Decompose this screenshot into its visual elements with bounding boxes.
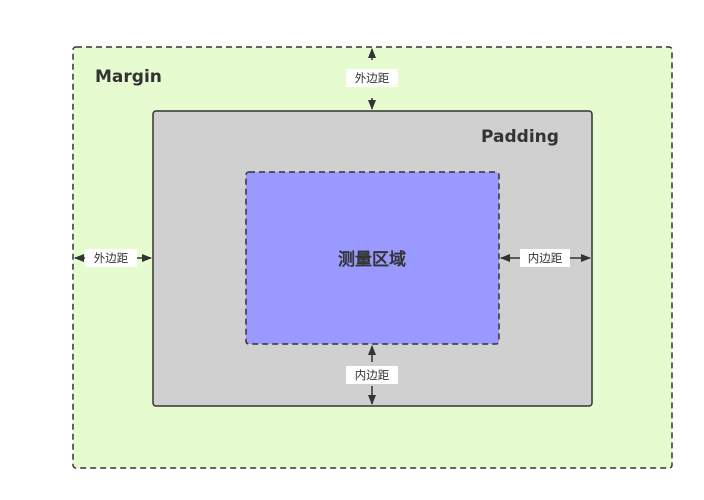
padding-bottom-arrow: 内边距 [346, 345, 398, 405]
content-box [245, 171, 500, 345]
margin-top-arrow: 外边距 [346, 48, 398, 110]
margin-top-arrow-label: 外边距 [355, 71, 390, 85]
padding-right-arrow-label: 内边距 [528, 251, 563, 265]
margin-left-arrow-label: 外边距 [94, 251, 129, 265]
padding-bottom-arrow-label: 内边距 [355, 368, 390, 382]
margin-left-arrow: 外边距 [74, 249, 152, 267]
margin-label: Margin [95, 67, 162, 87]
padding-label: Padding [481, 127, 559, 147]
padding-right-arrow: 内边距 [500, 249, 591, 267]
content-label: 测量区域 [338, 249, 406, 270]
